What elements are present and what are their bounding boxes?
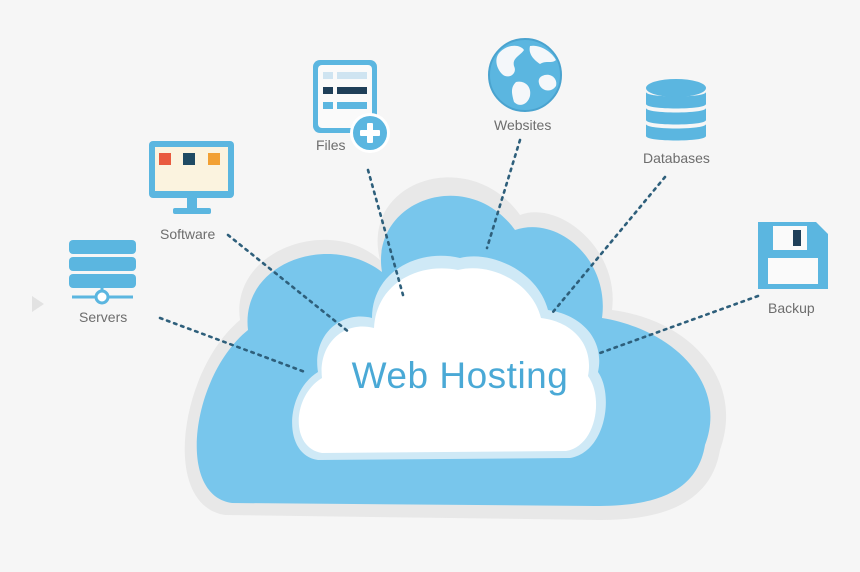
file-add-icon [313,60,390,153]
monitor-icon [149,141,234,214]
connector-backup [598,294,760,355]
database-icon [646,79,706,141]
inner-cloud [298,268,597,453]
node-label-files: Files [316,137,346,153]
node-label-databases: Databases [643,150,710,166]
connector-servers [158,316,307,374]
node-label-servers: Servers [79,309,128,325]
center-title: Web Hosting [351,355,569,396]
connector-databases [551,175,667,314]
floppy-disk-icon [758,222,828,289]
server-rack-icon [69,240,136,305]
node-label-websites: Websites [494,117,552,133]
globe-icon [488,38,562,112]
connector-software [226,233,352,335]
connector-files [366,168,405,297]
left-arrow-icon [32,296,44,312]
connectors [158,138,760,374]
node-label-software: Software [160,226,216,242]
node-label-backup: Backup [768,300,815,316]
